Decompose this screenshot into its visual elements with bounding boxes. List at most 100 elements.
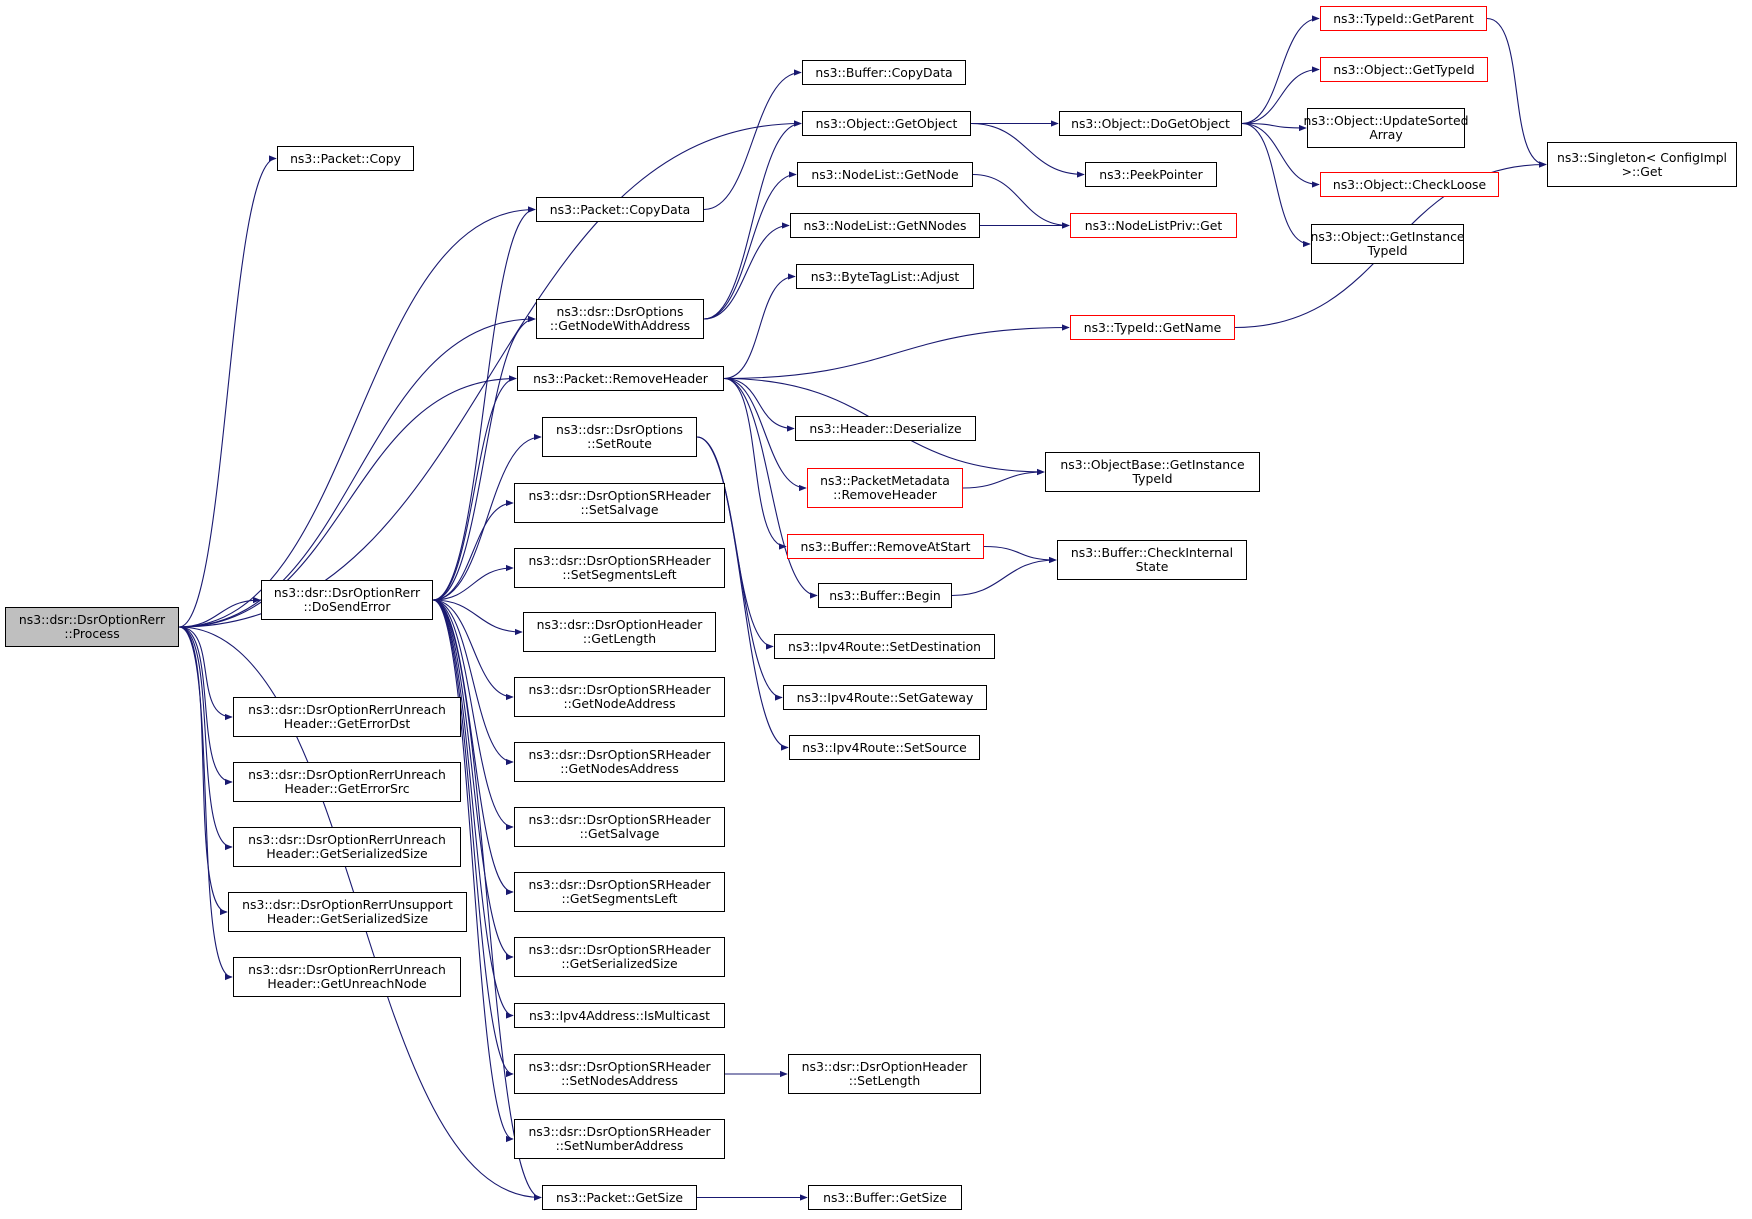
edge-pktmeta-removeheader-to-objectbase-getinstancetypeid	[962, 468, 1045, 489]
node-nodelist-getnode[interactable]: ns3::NodeList::GetNode	[797, 162, 973, 187]
node-peekpointer[interactable]: ns3::PeekPointer	[1085, 162, 1217, 187]
node-checkloose[interactable]: ns3::Object::CheckLoose	[1320, 172, 1499, 197]
node-buffer-copydata[interactable]: ns3::Buffer::CopyData	[802, 60, 966, 85]
node-label-line: ns3::dsr::DsrOptions	[556, 304, 684, 319]
node-label-line: ns3::Object::GetTypeId	[1333, 61, 1475, 77]
edge-dogetobject-to-updatesorted	[1241, 122, 1307, 132]
node-label-line: ::SetSegmentsLeft	[562, 567, 677, 582]
node-sr-getserializedsize[interactable]: ns3::dsr::DsrOptionSRHeader::GetSerializ…	[514, 937, 725, 977]
node-buffer-removeatstart[interactable]: ns3::Buffer::RemoveAtStart	[787, 534, 984, 559]
node-removeheader[interactable]: ns3::Packet::RemoveHeader	[517, 366, 724, 391]
node-label-line: ns3::dsr::DsrOptionRerr	[18, 612, 166, 627]
node-label-line: Header::GetSerializedSize	[266, 846, 428, 861]
node-packet-getsize[interactable]: ns3::Packet::GetSize	[542, 1185, 697, 1210]
edge-dogetobject-to-typeid-getparent	[1241, 15, 1320, 125]
node-label-line: ::GetNodeWithAddress	[549, 318, 691, 333]
node-pktmeta-removeheader[interactable]: ns3::PacketMetadata::RemoveHeader	[807, 468, 963, 508]
node-label-line: ns3::Packet::RemoveHeader	[533, 370, 708, 386]
node-label-line: ns3::Packet::CopyData	[549, 201, 691, 217]
node-label-line: State	[1135, 559, 1169, 574]
node-label-line: ns3::Ipv4Route::SetGateway	[796, 689, 974, 705]
node-sr-getsalvage[interactable]: ns3::dsr::DsrOptionSRHeader::GetSalvage	[514, 807, 725, 847]
node-label-line: ns3::NodeList::GetNNodes	[803, 217, 967, 233]
node-label-line: ns3::dsr::DsrOptionSRHeader	[528, 877, 711, 892]
edge-dogetobject-to-getinstancetypeid	[1241, 122, 1311, 248]
node-label-line: ns3::Object::UpdateSorted	[1303, 113, 1469, 128]
node-ipv4route-setsource[interactable]: ns3::Ipv4Route::SetSource	[789, 735, 980, 760]
node-nodelistpriv-get[interactable]: ns3::NodeListPriv::Get	[1070, 213, 1237, 238]
node-label-line: Header::GetErrorDst	[283, 716, 411, 731]
edge-doserror-to-sr-setnodesaddress	[432, 599, 514, 1078]
node-ipv4route-setdestination[interactable]: ns3::Ipv4Route::SetDestination	[774, 634, 995, 659]
node-ipv4route-setgateway[interactable]: ns3::Ipv4Route::SetGateway	[783, 685, 987, 710]
node-label-line: ns3::Packet::Copy	[290, 150, 401, 166]
node-label-line: TypeId	[1367, 243, 1408, 258]
node-label-line: ns3::TypeId::GetParent	[1333, 10, 1474, 26]
node-nodelist-getnnodes[interactable]: ns3::NodeList::GetNNodes	[790, 213, 980, 238]
node-label-line: ns3::Object::DoGetObject	[1071, 115, 1230, 131]
node-sr-setsalvage[interactable]: ns3::dsr::DsrOptionSRHeader::SetSalvage	[514, 483, 725, 523]
edge-nodelist-getnode-to-nodelistpriv-get	[972, 173, 1070, 229]
node-label-line: ns3::Buffer::CopyData	[815, 64, 953, 80]
node-header-deserialize[interactable]: ns3::Header::Deserialize	[795, 416, 976, 441]
node-label-line: ns3::dsr::DsrOptionHeader	[801, 1059, 968, 1074]
node-label-line: ns3::dsr::DsrOptionSRHeader	[528, 1059, 711, 1074]
node-doserror[interactable]: ns3::dsr::DsrOptionRerr::DoSendError	[261, 580, 433, 620]
node-hdr-setlength[interactable]: ns3::dsr::DsrOptionHeader::SetLength	[788, 1054, 981, 1094]
node-buffer-begin[interactable]: ns3::Buffer::Begin	[818, 583, 952, 608]
node-ipv4address-ismulticast[interactable]: ns3::Ipv4Address::IsMulticast	[514, 1003, 725, 1028]
node-setroute[interactable]: ns3::dsr::DsrOptions::SetRoute	[542, 417, 697, 457]
node-label-line: ns3::dsr::DsrOptionRerrUnreach	[248, 962, 446, 977]
edge-getnodewithaddress-to-getobject	[703, 120, 802, 320]
node-label-line: ns3::NodeListPriv::Get	[1084, 217, 1223, 233]
node-label-line: >::Get	[1621, 163, 1663, 179]
node-label-line: ::DoSendError	[303, 599, 391, 614]
node-bytetaglist-adjust[interactable]: ns3::ByteTagList::Adjust	[796, 264, 974, 289]
node-getobject[interactable]: ns3::Object::GetObject	[802, 111, 971, 136]
edge-removeheader-to-pktmeta-removeheader	[723, 377, 807, 492]
node-typeid-getparent[interactable]: ns3::TypeId::GetParent	[1320, 6, 1487, 31]
node-label-line: Array	[1369, 127, 1403, 142]
node-label-line: ns3::dsr::DsrOptionRerrUnsupport	[242, 897, 453, 912]
node-sr-setnumberaddress[interactable]: ns3::dsr::DsrOptionSRHeader::SetNumberAd…	[514, 1119, 725, 1159]
node-sr-getsegmentsleft[interactable]: ns3::dsr::DsrOptionSRHeader::GetSegments…	[514, 872, 725, 912]
node-sr-getnodesaddress[interactable]: ns3::dsr::DsrOptionSRHeader::GetNodesAdd…	[514, 742, 725, 782]
node-typeid-getname[interactable]: ns3::TypeId::GetName	[1070, 315, 1235, 340]
edge-doserror-to-removeheader	[432, 375, 517, 601]
node-label-line: ns3::PeekPointer	[1099, 166, 1203, 182]
node-packet-copydata[interactable]: ns3::Packet::CopyData	[536, 197, 704, 222]
node-label-line: ns3::dsr::DsrOptionRerr	[273, 585, 421, 600]
node-packet-copy[interactable]: ns3::Packet::Copy	[277, 146, 414, 171]
node-label-line: ns3::ByteTagList::Adjust	[810, 268, 960, 284]
node-label-line: ::SetSalvage	[580, 502, 659, 517]
edge-removeheader-to-typeid-getname	[723, 324, 1070, 380]
node-label-line: ::GetSerializedSize	[561, 956, 678, 971]
node-label-line: ns3::Ipv4Address::IsMulticast	[528, 1007, 711, 1023]
node-dogetobject[interactable]: ns3::Object::DoGetObject	[1059, 111, 1242, 136]
edge-getnodewithaddress-to-nodelist-getnnodes	[703, 222, 790, 320]
node-label-line: ns3::dsr::DsrOptionSRHeader	[528, 553, 711, 568]
node-label-line: TypeId	[1132, 471, 1173, 486]
node-sr-setsegmentsleft[interactable]: ns3::dsr::DsrOptionSRHeader::SetSegments…	[514, 548, 725, 588]
edge-doserror-to-sr-setnumberaddress	[432, 599, 514, 1143]
node-buffer-getsize[interactable]: ns3::Buffer::GetSize	[808, 1185, 962, 1210]
node-sr-setnodesaddress[interactable]: ns3::dsr::DsrOptionSRHeader::SetNodesAdd…	[514, 1054, 725, 1094]
node-getnodewithaddress[interactable]: ns3::dsr::DsrOptions::GetNodeWithAddress	[536, 299, 704, 339]
node-label-line: ns3::Singleton< ConfigImpl	[1556, 149, 1728, 165]
node-hdr-getlength[interactable]: ns3::dsr::DsrOptionHeader::GetLength	[523, 612, 716, 652]
node-object-gettypeid[interactable]: ns3::Object::GetTypeId	[1320, 57, 1488, 82]
edge-setroute-to-ipv4route-setsource	[696, 436, 789, 751]
node-singleton-get[interactable]: ns3::Singleton< ConfigImpl >::Get	[1547, 142, 1737, 187]
edge-buffer-removeatstart-to-buffer-checkinternal	[983, 545, 1057, 564]
edge-doserror-to-hdr-getlength	[432, 599, 523, 636]
node-sr-getnodeaddress[interactable]: ns3::dsr::DsrOptionSRHeader::GetNodeAddr…	[514, 677, 725, 717]
